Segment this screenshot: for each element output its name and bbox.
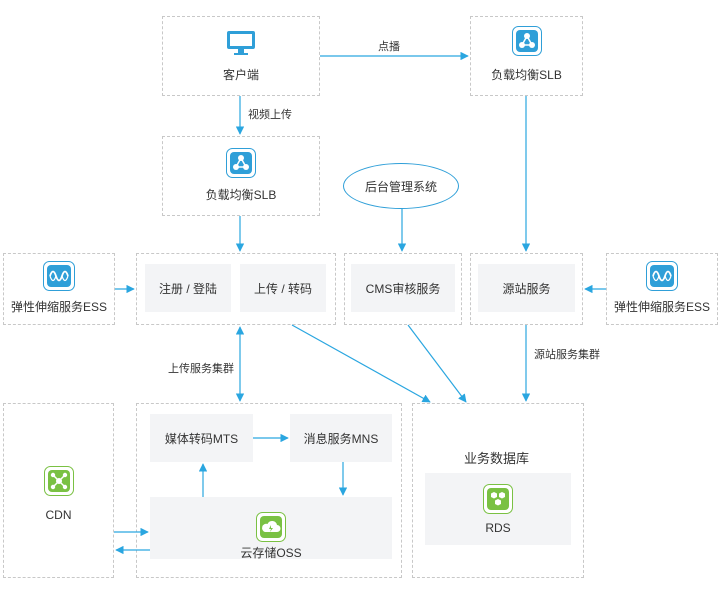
cms-review-panel: CMS审核服务 <box>351 264 455 312</box>
register-login-label: 注册 / 登陆 <box>158 281 217 296</box>
mts-label: 媒体转码MTS <box>164 431 239 446</box>
oss-label: 云存储OSS <box>240 546 302 560</box>
arrow-services-to-database <box>291 324 431 403</box>
origin-service-panel: 源站服务 <box>478 264 575 312</box>
ess-left-label: 弹性伸缩服务ESS <box>10 300 107 314</box>
client-box <box>162 16 320 96</box>
upload-cluster-edge-label: 上传服务集群 <box>168 363 234 375</box>
cloud-storage-icon <box>256 512 286 542</box>
database-title: 业务数据库 <box>464 451 530 466</box>
auto-scaling-icon <box>43 261 75 291</box>
cdn-label: CDN <box>45 508 72 522</box>
cdn-box <box>3 403 114 578</box>
load-balancer-icon <box>512 26 542 56</box>
load-balancer-icon <box>226 148 256 178</box>
ess-right-label: 弹性伸缩服务ESS <box>613 300 710 314</box>
video-upload-edge-label: 视频上传 <box>248 109 292 121</box>
admin-system-label: 后台管理系统 <box>364 179 437 194</box>
rds-label: RDS <box>485 521 511 535</box>
cms-review-label: CMS审核服务 <box>365 281 441 296</box>
client-label: 客户端 <box>222 68 259 82</box>
cdn-icon <box>44 466 74 496</box>
vod-edge-label: 点播 <box>378 41 400 53</box>
mns-panel: 消息服务MNS <box>290 414 392 462</box>
slb-top-label: 负载均衡SLB <box>491 68 562 82</box>
arrow-cms-to-database <box>407 324 467 403</box>
slb-middle-label: 负载均衡SLB <box>205 188 277 202</box>
mts-panel: 媒体转码MTS <box>150 414 253 462</box>
auto-scaling-icon <box>646 261 678 291</box>
origin-service-label: 源站服务 <box>502 281 551 296</box>
register-login-panel: 注册 / 登陆 <box>145 264 231 312</box>
upload-transcode-panel: 上传 / 转码 <box>240 264 326 312</box>
origin-cluster-edge-label: 源站服务集群 <box>534 349 600 361</box>
upload-transcode-label: 上传 / 转码 <box>253 281 312 296</box>
monitor-icon <box>227 31 255 55</box>
admin-system-node: 后台管理系统 <box>343 163 459 209</box>
rds-icon <box>483 484 513 514</box>
mns-label: 消息服务MNS <box>303 431 379 446</box>
